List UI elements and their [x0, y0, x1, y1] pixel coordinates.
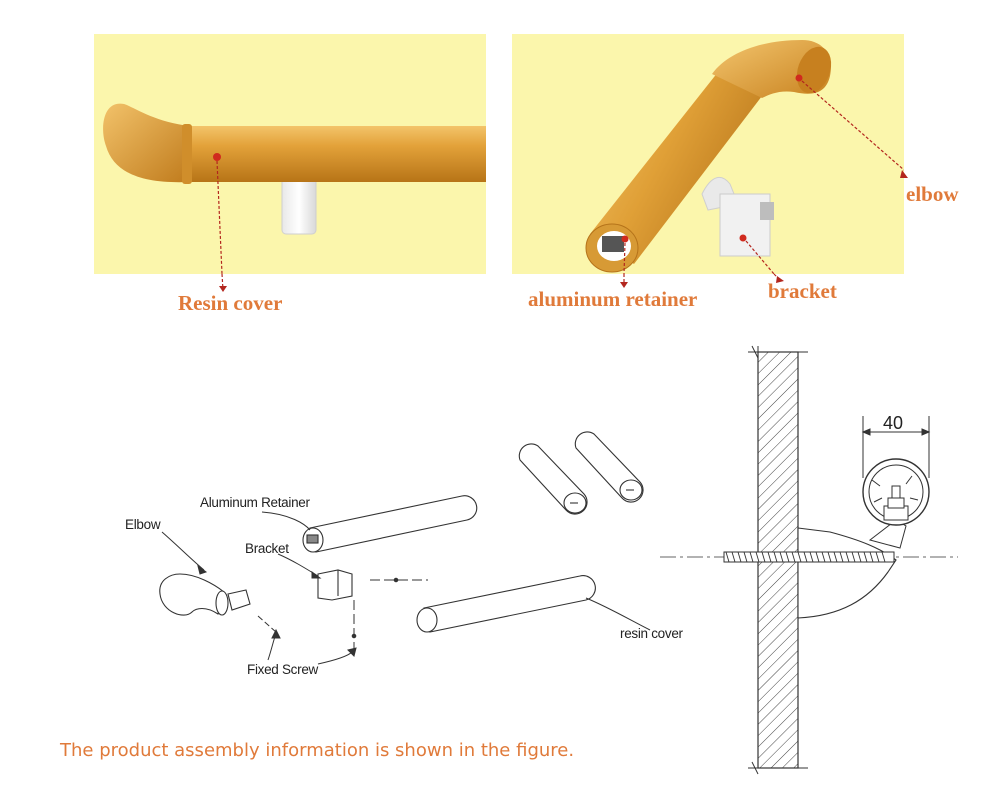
retainer-piece-2 — [574, 431, 644, 503]
leader-elbow — [161, 531, 205, 571]
retainer-piece-1 — [518, 443, 588, 515]
handrail-photo-angled — [585, 40, 904, 274]
photo-panel-elbow-bracket — [512, 34, 904, 274]
leader-resin-cover — [585, 597, 651, 631]
elbow-piece — [159, 573, 251, 616]
leader-aluminum-retainer — [261, 511, 311, 531]
rail-cross-section — [862, 458, 930, 526]
dimension-label: 40 — [883, 413, 904, 433]
elbow-opening — [796, 46, 832, 94]
handrail-photo-straight — [103, 103, 486, 274]
retainer-channel — [602, 236, 624, 252]
marker-dot-bracket — [739, 234, 747, 242]
label-aluminum-retainer: Aluminum Retainer — [200, 495, 310, 510]
label-bracket: Bracket — [245, 541, 289, 556]
leader-line — [216, 160, 223, 274]
leader-line — [745, 240, 775, 274]
elbow-part — [103, 103, 190, 183]
bracket-piece — [317, 569, 353, 601]
threaded-bolt — [723, 551, 895, 563]
leader-fixed-screw-2 — [317, 651, 353, 665]
resin-cover-tube — [416, 575, 596, 633]
leader-line — [801, 80, 904, 171]
photo-panel-resin-cover — [94, 34, 486, 274]
joint-ring — [182, 124, 192, 184]
marker-dot-retainer — [621, 235, 629, 243]
assembly-caption: The product assembly information is show… — [60, 740, 575, 761]
dimension-40 — [861, 416, 931, 478]
rail-tube — [590, 72, 762, 264]
aluminum-retainer-tube — [302, 495, 478, 553]
marker-dot-resin-cover — [213, 153, 221, 161]
bracket-neck — [868, 519, 907, 549]
bracket-plate — [797, 527, 897, 619]
label-resin-cover: resin cover — [620, 626, 683, 641]
bracket-block — [719, 193, 771, 257]
label-elbow: Elbow — [125, 517, 161, 532]
marker-dot-elbow — [795, 74, 803, 82]
label-fixed-screw: Fixed Screw — [247, 662, 318, 677]
rail-tube — [186, 126, 486, 182]
callout-resin-cover: Resin cover — [178, 291, 283, 315]
leader-line — [623, 242, 626, 274]
bracket-screw-hole — [760, 202, 774, 220]
callout-bracket: bracket — [768, 279, 837, 303]
callout-aluminum-retainer: aluminum retainer — [528, 287, 698, 311]
callout-elbow: elbow — [906, 182, 959, 206]
